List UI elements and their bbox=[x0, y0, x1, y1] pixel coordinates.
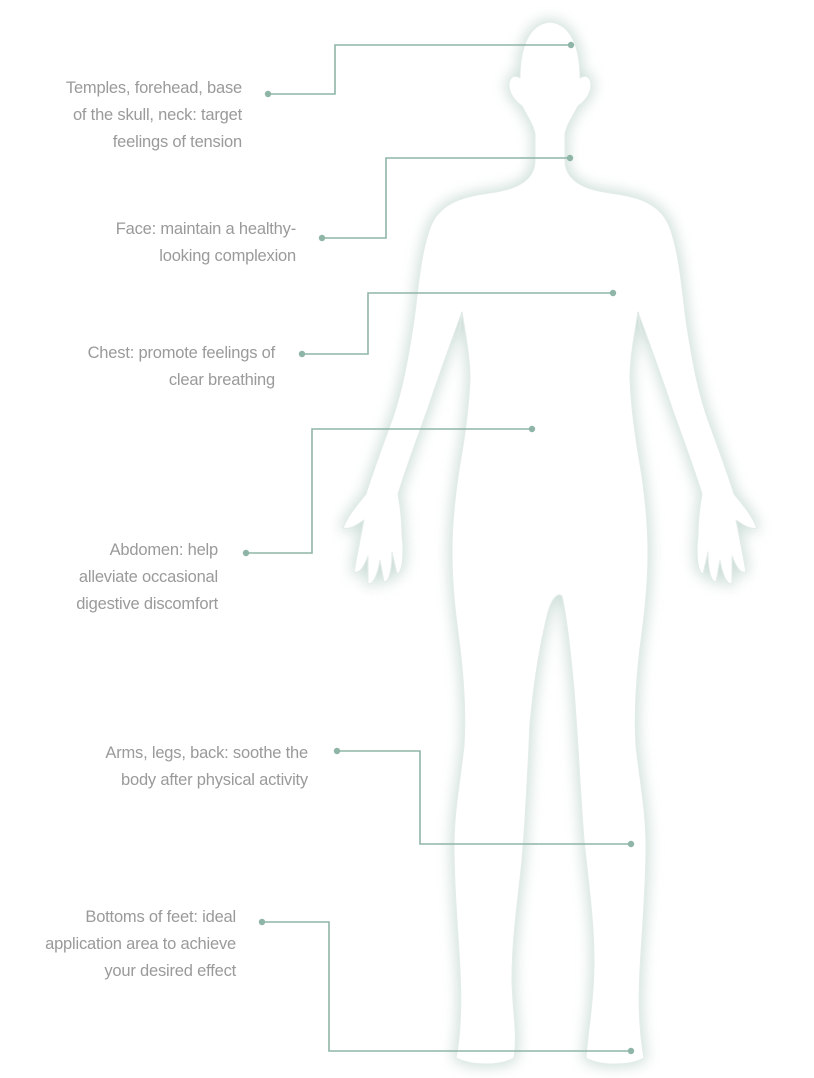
annotation-head-line-2: of the skull, neck: target bbox=[10, 102, 242, 129]
annotation-face-line-1: Face: maintain a healthy- bbox=[40, 216, 296, 243]
dot-head-target bbox=[568, 42, 574, 48]
annotation-chest-line-1: Chest: promote feelings of bbox=[20, 340, 275, 367]
dot-feet-label bbox=[259, 919, 265, 925]
human-silhouette bbox=[343, 22, 757, 1064]
dot-face-target bbox=[567, 155, 573, 161]
dot-limbs-label bbox=[334, 748, 340, 754]
annotation-head-line-1: Temples, forehead, base bbox=[10, 75, 242, 102]
annotation-feet-line-1: Bottoms of feet: ideal bbox=[0, 904, 236, 931]
dot-chest-target bbox=[610, 290, 616, 296]
annotation-abdomen: Abdomen: help alleviate occasional diges… bbox=[10, 537, 218, 618]
annotation-head: Temples, forehead, base of the skull, ne… bbox=[10, 75, 242, 156]
annotation-limbs: Arms, legs, back: soothe the body after … bbox=[20, 740, 308, 794]
dot-feet-target bbox=[628, 1048, 634, 1054]
annotation-chest-line-2: clear breathing bbox=[20, 367, 275, 394]
annotation-head-line-3: feelings of tension bbox=[10, 129, 242, 156]
annotation-limbs-line-2: body after physical activity bbox=[20, 767, 308, 794]
annotation-abdomen-line-1: Abdomen: help bbox=[10, 537, 218, 564]
leader-line-feet bbox=[262, 922, 631, 1051]
annotation-feet-line-3: your desired effect bbox=[0, 958, 236, 985]
annotation-abdomen-line-3: digestive discomfort bbox=[10, 591, 218, 618]
dot-face-label bbox=[319, 235, 325, 241]
annotation-feet: Bottoms of feet: ideal application area … bbox=[0, 904, 236, 985]
annotation-abdomen-line-2: alleviate occasional bbox=[10, 564, 218, 591]
dot-chest-label bbox=[299, 351, 305, 357]
dot-limbs-target bbox=[628, 841, 634, 847]
dot-abdomen-label bbox=[243, 550, 249, 556]
annotation-face-line-2: looking complexion bbox=[40, 243, 296, 270]
dot-head-label bbox=[265, 91, 271, 97]
annotation-limbs-line-1: Arms, legs, back: soothe the bbox=[20, 740, 308, 767]
annotation-chest: Chest: promote feelings of clear breathi… bbox=[20, 340, 275, 394]
annotation-face: Face: maintain a healthy- looking comple… bbox=[40, 216, 296, 270]
annotation-feet-line-2: application area to achieve bbox=[0, 931, 236, 958]
dot-abdomen-target bbox=[529, 426, 535, 432]
